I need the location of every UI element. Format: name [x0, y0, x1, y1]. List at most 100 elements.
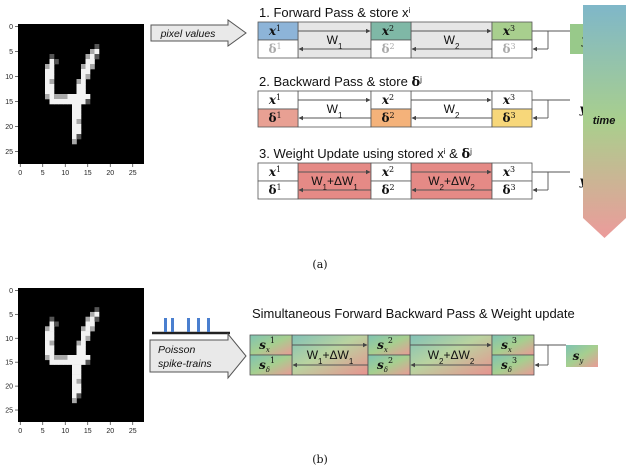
- digit-pixel: [81, 350, 86, 356]
- digit-pixel: [72, 378, 77, 385]
- delta3-label: δ3: [502, 183, 515, 198]
- weight-label-w1: W1+ΔW1: [311, 174, 358, 192]
- x-tick-label: 20: [106, 170, 114, 177]
- digit-pixels-b: [45, 307, 100, 404]
- digit-pixel: [76, 364, 82, 370]
- digit-pixel: [76, 94, 82, 100]
- spike-5: [207, 318, 210, 332]
- digit-pixel: [90, 64, 95, 70]
- digit-pixel: [90, 326, 95, 332]
- digit-pixel: [90, 311, 95, 318]
- y-tick-label: 0: [9, 288, 13, 295]
- digit-pixel: [85, 316, 91, 322]
- x1-label: x1: [268, 24, 281, 39]
- digit-pixel: [85, 326, 91, 332]
- digit-pixel: [81, 326, 86, 332]
- digit-pixel: [49, 321, 55, 327]
- digit-pixel: [72, 355, 77, 361]
- x-tick-label: 25: [129, 428, 137, 435]
- digit-pixel: [72, 114, 77, 120]
- digit-pixel: [76, 359, 82, 365]
- digit-pixel: [76, 393, 82, 399]
- weight-box-w2: [410, 162, 493, 200]
- delta1-label: δ1: [268, 42, 281, 57]
- sd1-label: sδ1: [259, 356, 275, 374]
- digit-pixel: [90, 49, 95, 55]
- y-tick-label: 15: [5, 360, 13, 367]
- digit-pixel: [49, 94, 55, 100]
- digit-pixel: [54, 355, 59, 361]
- digit-pixel: [45, 79, 50, 85]
- digit-pixel: [58, 94, 64, 100]
- x3-label: x3: [502, 165, 515, 180]
- digit-pixel: [63, 94, 68, 100]
- digit-pixel: [90, 54, 95, 60]
- digit-pixel: [45, 355, 50, 361]
- digit-pixel: [67, 99, 73, 105]
- digit-pixel: [49, 84, 55, 90]
- digit-pixel: [85, 359, 91, 365]
- digit-pixel: [76, 350, 82, 356]
- digit-pixel: [63, 359, 68, 365]
- digit-pixel: [90, 316, 95, 322]
- digit-pixel: [85, 355, 91, 361]
- delta3-label: δ3: [502, 42, 515, 57]
- spike-4: [197, 318, 200, 332]
- digit-pixel: [49, 316, 55, 322]
- weight-label-w1: W1: [327, 33, 343, 51]
- digit-pixel: [67, 355, 73, 361]
- digit-pixel: [63, 99, 68, 105]
- spike-2: [171, 318, 174, 332]
- digit-pixel: [49, 64, 55, 70]
- x-tick-label: 5: [41, 170, 45, 177]
- digit-pixel: [72, 104, 77, 110]
- digit-pixel: [76, 104, 82, 110]
- digit-pixel: [76, 129, 82, 135]
- digit-pixel: [81, 99, 86, 105]
- digit-pixel: [49, 79, 55, 85]
- digit-pixel: [76, 355, 82, 361]
- digit-pixel: [72, 393, 77, 399]
- digit-pixel: [49, 340, 55, 346]
- y-tick-label: 5: [9, 49, 13, 56]
- digit-pixel: [72, 124, 77, 130]
- time-arrow: time: [583, 5, 626, 238]
- digit-pixel: [72, 364, 77, 370]
- digit-pixel: [45, 69, 50, 75]
- delta3-label: δ3: [502, 111, 515, 126]
- digit-pixel: [72, 109, 77, 115]
- digit-pixel: [63, 355, 68, 361]
- digit-pixel: [45, 345, 50, 351]
- digit-pixel: [76, 383, 82, 389]
- delta1-cell: [257, 39, 299, 59]
- digit-pixel: [49, 59, 55, 65]
- digit-pixel: [85, 331, 91, 337]
- digit-pixel: [90, 321, 95, 327]
- pixel-values-label: pixel values: [160, 28, 217, 40]
- digit-pixel: [72, 99, 77, 105]
- y-tick-label: 5: [9, 312, 13, 319]
- digit-pixel: [72, 383, 77, 389]
- digit-pixel: [54, 99, 59, 105]
- digit-pixel: [81, 89, 86, 95]
- digit-pixel: [49, 54, 55, 60]
- delta2-label: δ2: [381, 42, 394, 57]
- digit-pixel: [81, 69, 86, 75]
- caption-a: (a): [312, 258, 327, 271]
- digit-pixel: [45, 326, 50, 332]
- digit-pixel: [54, 321, 59, 327]
- digit-pixel: [94, 49, 100, 55]
- x-tick-label: 10: [61, 170, 69, 177]
- digit-pixel: [81, 359, 86, 365]
- digit-pixel: [94, 316, 100, 322]
- x-tick-label: 15: [84, 428, 92, 435]
- target-sy-box: [566, 345, 598, 367]
- digit-pixel: [76, 109, 82, 115]
- digit-pixel: [72, 139, 77, 145]
- digit-pixel: [81, 340, 86, 346]
- x-tick-label: 0: [18, 428, 22, 435]
- digit-pixel: [81, 331, 86, 337]
- x-tick-label: 25: [129, 170, 137, 177]
- digit-pixel: [81, 345, 86, 351]
